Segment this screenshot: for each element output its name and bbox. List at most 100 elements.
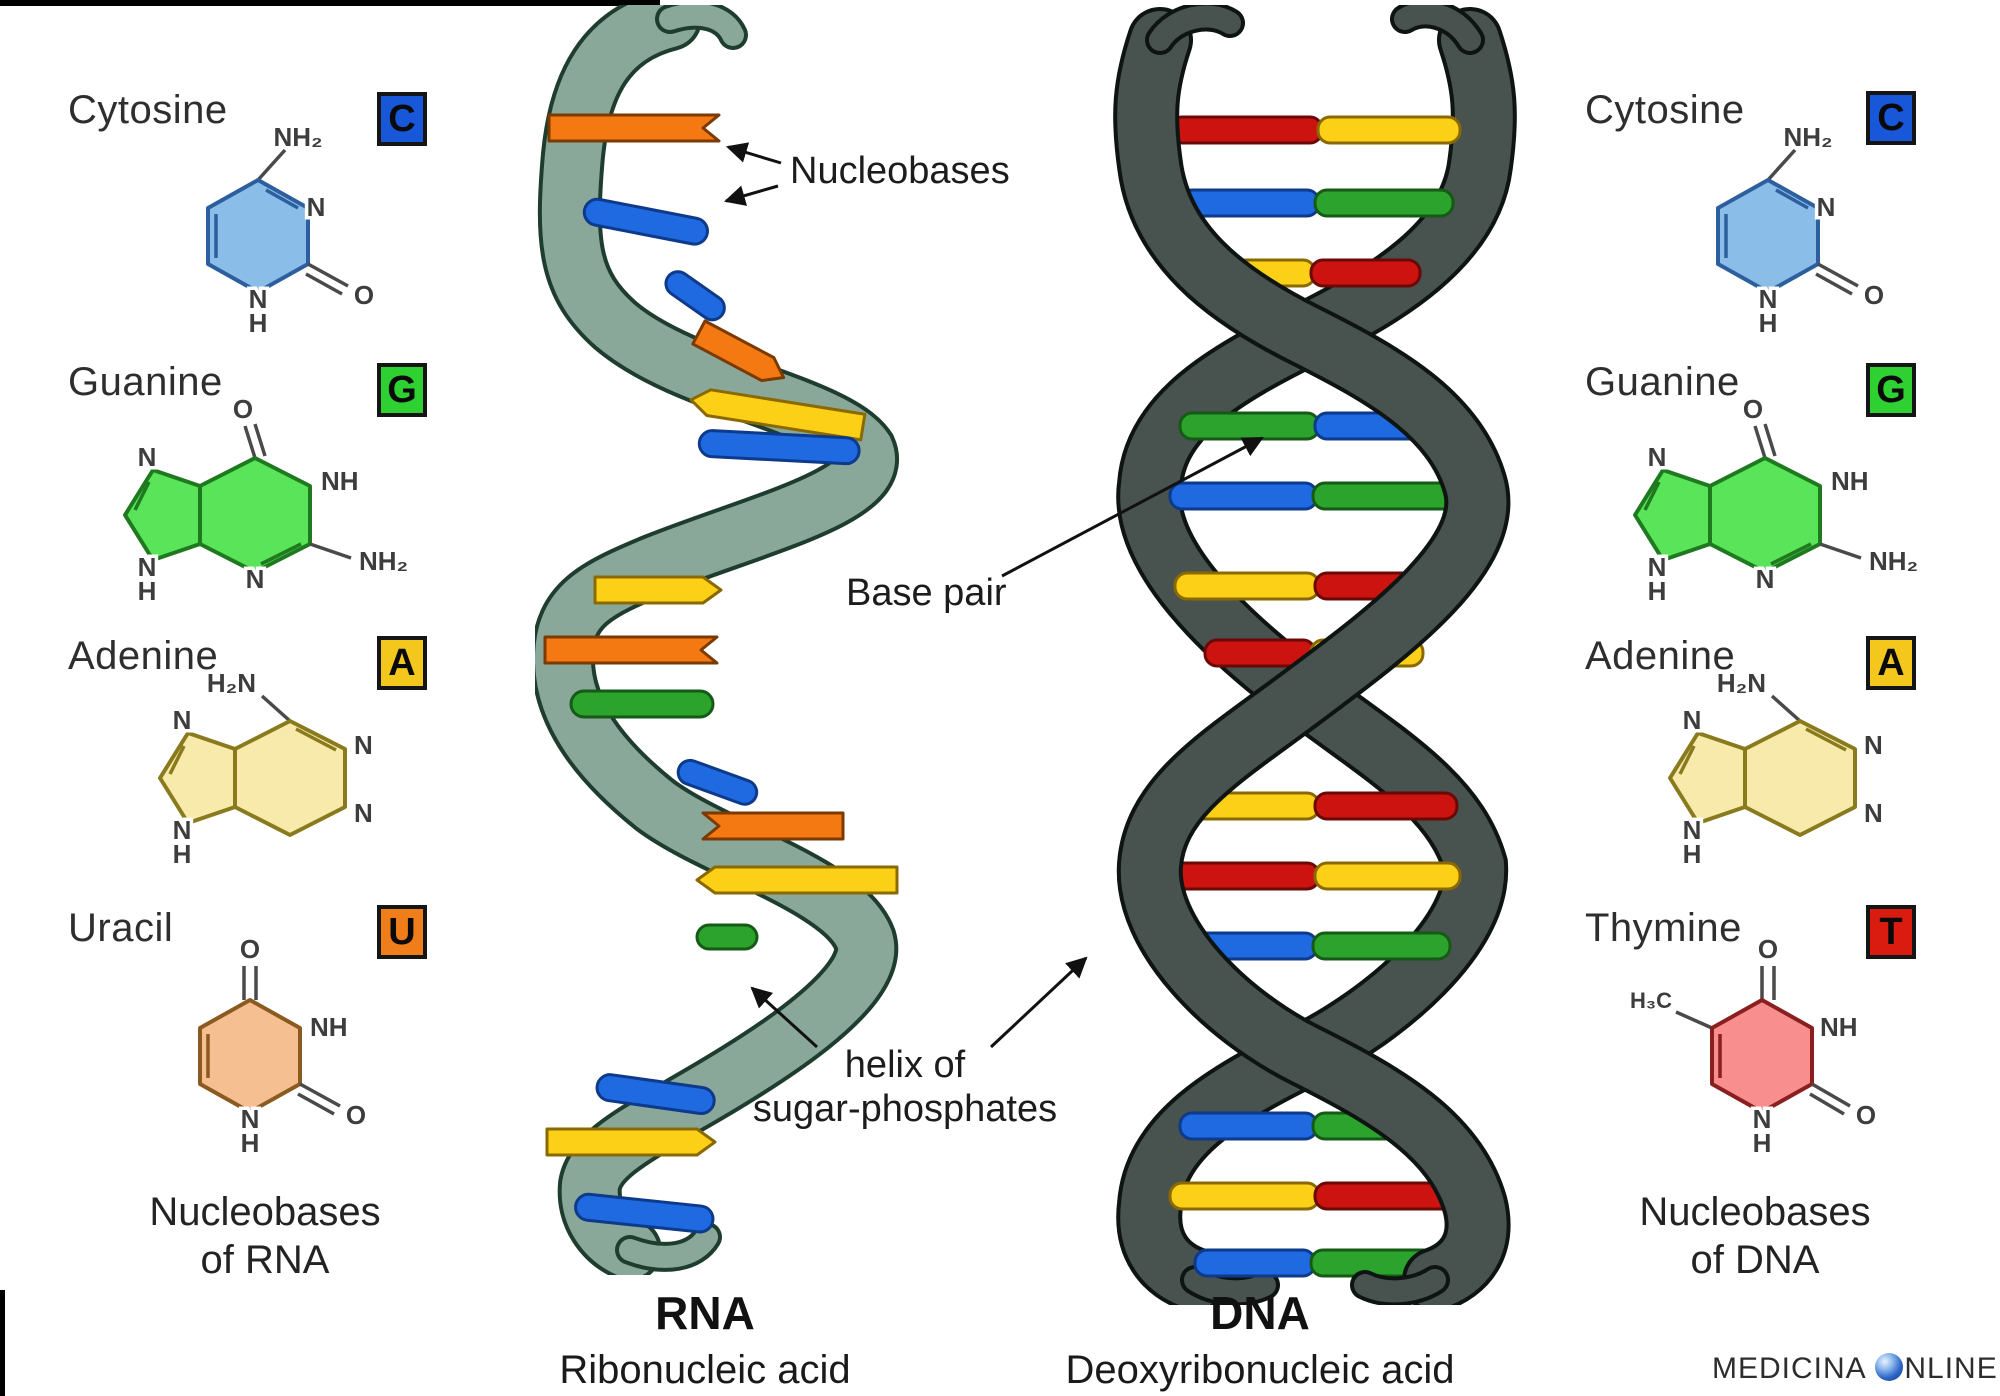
left-caption: Nucleobases of RNA xyxy=(85,1188,445,1284)
atom-label: N xyxy=(1683,705,1702,735)
rna-bar-yellow xyxy=(689,388,867,442)
atom-label: H xyxy=(1683,839,1702,869)
atom-label: H xyxy=(249,308,268,338)
atom-label: N xyxy=(173,705,192,735)
atom-label: H xyxy=(173,839,192,869)
cytosine-structure: NH₂ N O N H xyxy=(206,122,374,338)
atom-label: NH₂ xyxy=(273,122,322,152)
base-pair-red-yellow xyxy=(1168,861,1462,891)
atom-label: N xyxy=(307,192,326,222)
left-cytosine-label: Cytosine xyxy=(68,88,228,132)
dna-helix-graphic xyxy=(1113,5,1517,1305)
rna-bar-blue xyxy=(595,1073,716,1115)
atom-label: O xyxy=(233,398,253,424)
atom-label: N xyxy=(173,815,192,845)
right-caption: Nucleobases of DNA xyxy=(1595,1188,1915,1284)
adenine-structure: H₂N N N N N H xyxy=(1668,668,1886,869)
nucleobases-annotation: Nucleobases xyxy=(790,150,1010,192)
left-badge-g: G xyxy=(377,363,427,417)
left-uracil-label: Uracil xyxy=(68,906,174,950)
left-badge-a: A xyxy=(377,636,427,690)
rna-bar-blue xyxy=(697,429,861,466)
atom-label: O xyxy=(1864,280,1884,310)
atom-label: N xyxy=(246,564,265,594)
guanine-structure: O NH NH₂ N N N H xyxy=(1633,398,1918,606)
helix-annotation-line1: helix of xyxy=(844,1044,966,1086)
atom-label: H₂N xyxy=(1717,668,1766,698)
rna-bar-blue xyxy=(582,197,709,246)
atom-label: N xyxy=(354,730,373,760)
rna-bar-yellow xyxy=(545,1127,717,1157)
atom-label: NH xyxy=(1820,1012,1858,1042)
thymine-structure: O H₃C NH O N H xyxy=(1630,938,1876,1158)
right-cytosine-label: Cytosine xyxy=(1585,88,1745,132)
left-caption-line2: of RNA xyxy=(200,1238,330,1282)
rna-bar-orange xyxy=(543,635,719,665)
atom-label: N xyxy=(1864,798,1883,828)
atom-label: NH xyxy=(310,1012,348,1042)
rna-title: RNA xyxy=(655,1287,755,1339)
rna-bar-green xyxy=(695,923,759,951)
atom-label: NH xyxy=(321,466,359,496)
atom-label: H xyxy=(1753,1128,1772,1158)
atom-label: NH xyxy=(1831,466,1869,496)
rna-bar-orange xyxy=(547,113,721,143)
atom-label: N xyxy=(138,552,157,582)
atom-label: NH₂ xyxy=(1783,122,1832,152)
atom-label: H xyxy=(1759,308,1778,338)
atom-label: N xyxy=(1756,564,1775,594)
rna-helix-graphic xyxy=(535,5,899,1275)
atom-label: O xyxy=(1856,1100,1876,1130)
dna-front-strand xyxy=(1113,5,1511,1305)
rna-subtitle: Ribonucleic acid xyxy=(559,1348,851,1392)
right-thymine-label: Thymine xyxy=(1585,906,1742,950)
cytosine-structure: NH₂ N O N H xyxy=(1716,122,1884,338)
right-guanine-label: Guanine xyxy=(1585,360,1740,404)
badge-letter: A xyxy=(1877,641,1905,684)
right-adenine-label: Adenine xyxy=(1585,634,1736,678)
atom-label: H xyxy=(138,576,157,606)
left-caption-line1: Nucleobases xyxy=(149,1190,381,1234)
atom-label: H₃C xyxy=(1630,988,1672,1013)
atom-label: N xyxy=(1648,552,1667,582)
atom-label: N xyxy=(1864,730,1883,760)
rna-bar-blue xyxy=(574,1192,715,1234)
right-caption-line2: of DNA xyxy=(1690,1238,1820,1282)
rna-bar-orange xyxy=(701,811,845,841)
badge-letter: U xyxy=(388,910,416,953)
atom-label: N xyxy=(1817,192,1836,222)
rna-bar-yellow xyxy=(695,865,899,895)
right-badge-t: T xyxy=(1866,905,1916,959)
atom-label: N xyxy=(249,284,268,314)
atom-label: H xyxy=(1648,576,1667,606)
rna-bar-blue xyxy=(676,758,759,806)
atom-label: N xyxy=(138,442,157,472)
atom-label: N xyxy=(1759,284,1778,314)
badge-letter: A xyxy=(388,641,416,684)
left-badge-c: C xyxy=(377,92,427,146)
dna-subtitle: Deoxyribonucleic acid xyxy=(1065,1348,1455,1392)
atom-label: H xyxy=(241,1128,260,1158)
left-badge-u: U xyxy=(377,905,427,959)
rna-bar-yellow xyxy=(593,575,723,605)
atom-label: H₂N xyxy=(207,668,256,698)
left-edge-strip xyxy=(0,1290,5,1396)
badge-letter: C xyxy=(1877,96,1905,139)
base-pair-blue-green xyxy=(1178,188,1455,218)
left-adenine-label: Adenine xyxy=(68,634,219,678)
base-pair-red-yellow xyxy=(1168,115,1462,145)
rna-nucleobase-bars xyxy=(543,113,899,1234)
right-badge-a: A xyxy=(1866,636,1916,690)
rna-bar-green xyxy=(569,689,715,719)
base-pair-yellow-red xyxy=(1168,1181,1462,1211)
atom-label: N xyxy=(354,798,373,828)
adenine-structure: H₂N N N N N H xyxy=(158,668,376,869)
right-caption-line1: Nucleobases xyxy=(1639,1190,1871,1234)
watermark-prefix: MEDICINA xyxy=(1712,1352,1866,1385)
top-edge-strip xyxy=(0,0,660,6)
globe-icon xyxy=(1875,1353,1904,1381)
atom-label: N xyxy=(1648,442,1667,472)
atom-label: NH₂ xyxy=(1869,546,1918,576)
atom-label: O xyxy=(240,938,260,964)
left-guanine-label: Guanine xyxy=(68,360,223,404)
